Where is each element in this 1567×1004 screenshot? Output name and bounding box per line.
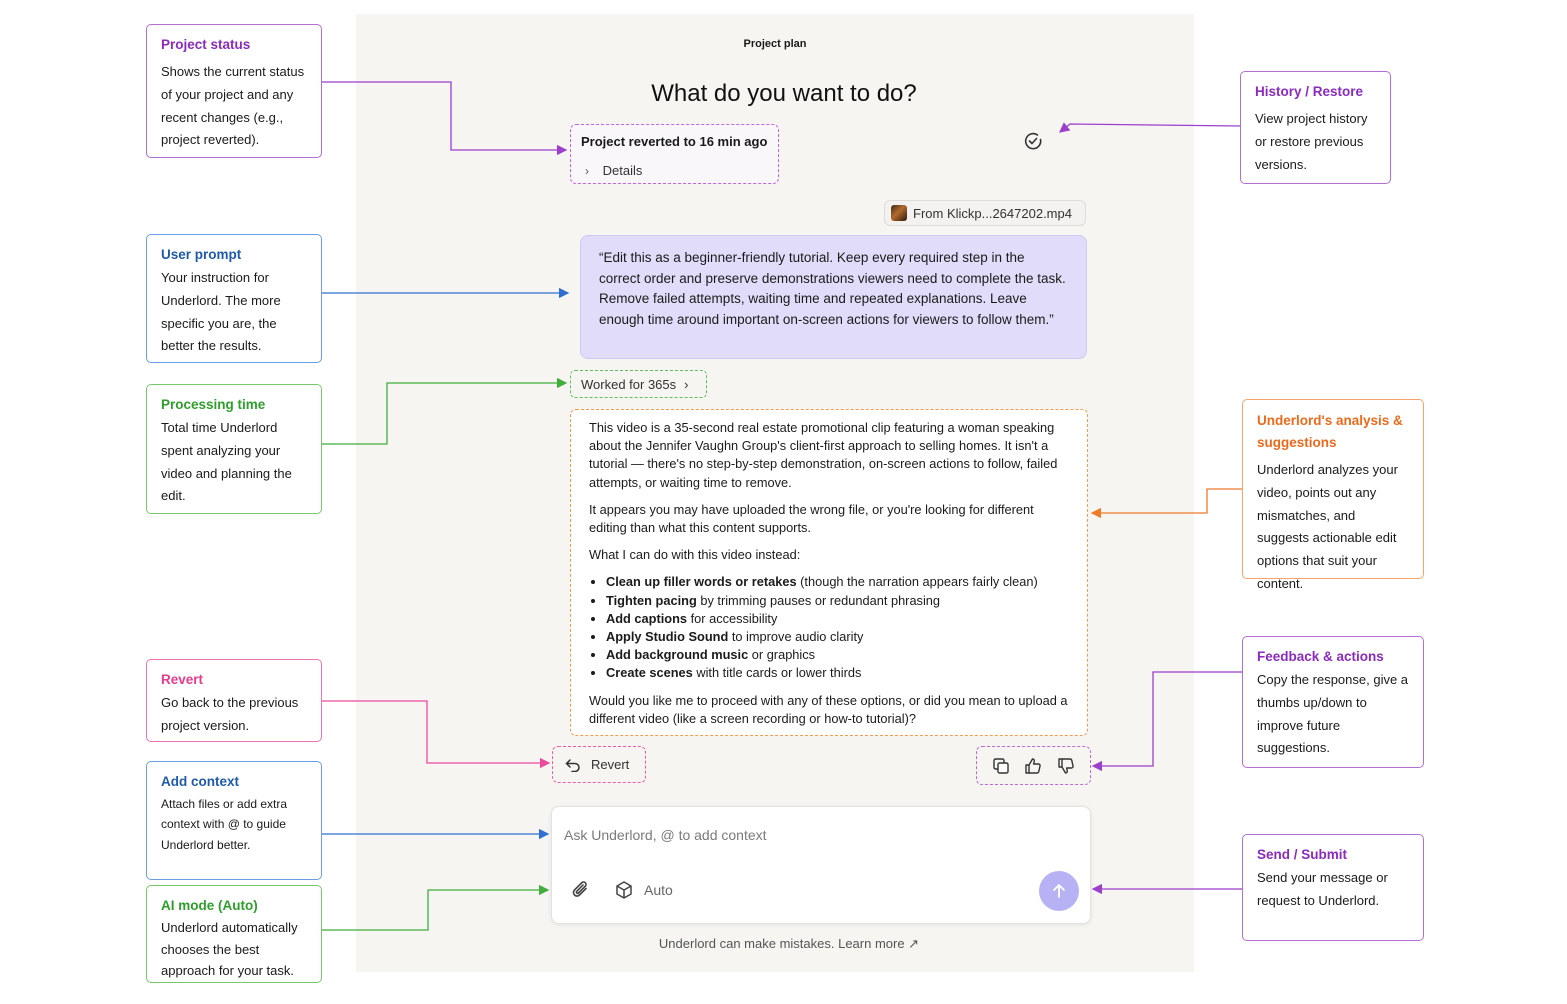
- callout-title: Add context: [161, 774, 240, 789]
- project-status: Project reverted to 16 min ago › Details: [570, 124, 779, 184]
- video-thumbnail: [891, 205, 907, 221]
- chevron-right-icon: ›: [585, 164, 589, 178]
- feedback-actions: [976, 746, 1091, 785]
- callout-history-restore: History / Restore View project history o…: [1240, 71, 1391, 184]
- callout-body: Copy the response, give a thumbs up/down…: [1257, 672, 1409, 756]
- thumbs-up-icon: [1025, 757, 1042, 774]
- callout-body: Shows the current status of your project…: [161, 64, 305, 148]
- list-item: Add background music or graphics: [606, 646, 1069, 664]
- callout-title: Revert: [161, 672, 204, 687]
- details-toggle[interactable]: › Details: [585, 163, 642, 178]
- cube-icon: [616, 881, 632, 899]
- thumbs-down-button[interactable]: [1056, 756, 1076, 776]
- analysis-paragraph: What I can do with this video instead:: [589, 547, 801, 563]
- analysis-paragraph: It appears you may have uploaded the wro…: [589, 501, 1034, 536]
- callout-body: View project history or restore previous…: [1255, 111, 1368, 172]
- undo-icon: [565, 758, 580, 772]
- callout-body: Total time Underlord spent analyzing you…: [161, 420, 292, 504]
- composer: Auto: [551, 806, 1091, 924]
- callout-project-status: Project status Shows the current status …: [146, 24, 322, 158]
- details-label: Details: [602, 163, 643, 178]
- arrow-up-icon: [1053, 884, 1065, 898]
- callout-user-prompt: User prompt Your instruction for Underlo…: [146, 234, 322, 363]
- user-prompt-bubble: “Edit this as a beginner-friendly tutori…: [580, 235, 1087, 359]
- history-restore-button[interactable]: [1022, 130, 1044, 152]
- list-item: Apply Studio Sound to improve audio clar…: [606, 628, 1069, 646]
- history-check-icon: [1024, 132, 1042, 150]
- callout-title: AI mode (Auto): [161, 898, 258, 913]
- panel-title: Project plan: [743, 38, 807, 50]
- attach-button[interactable]: [570, 879, 592, 901]
- callout-title: Underlord's analysis & suggestions: [1257, 413, 1403, 450]
- callout-body: Attach files or add extra context with @…: [161, 797, 288, 852]
- list-item: Create scenes with title cards or lower …: [606, 664, 1069, 682]
- project-plan-panel: Project plan What do you want to do? Pro…: [356, 14, 1194, 972]
- analysis-paragraph: Would you like me to proceed with any of…: [589, 692, 1068, 726]
- chevron-right-icon: ›: [684, 376, 689, 392]
- ai-mode-label: Auto: [644, 882, 673, 898]
- ask-underlord-input[interactable]: [564, 823, 1004, 847]
- callout-title: Send / Submit: [1257, 847, 1348, 862]
- page-heading: What do you want to do?: [651, 80, 917, 107]
- callout-add-context: Add context Attach files or add extra co…: [146, 761, 322, 880]
- thumbs-up-button[interactable]: [1023, 756, 1043, 776]
- paperclip-icon: [572, 881, 587, 897]
- list-item: Clean up filler words or retakes (though…: [606, 573, 1069, 591]
- thumbs-down-icon: [1058, 757, 1074, 774]
- list-item: Tighten pacing by trimming pauses or red…: [606, 592, 1069, 610]
- list-item: Add captions for accessibility: [606, 610, 1069, 628]
- callout-body: Your instruction for Underlord. The more…: [161, 270, 281, 354]
- analysis-response: This video is a 35-second real estate pr…: [570, 409, 1088, 736]
- callout-ai-mode: AI mode (Auto) Underlord automatically c…: [146, 885, 322, 983]
- callout-analysis: Underlord's analysis & suggestions Under…: [1242, 399, 1424, 591]
- copy-button[interactable]: [991, 756, 1011, 776]
- ai-mode-selector[interactable]: Auto: [614, 879, 673, 901]
- file-chip-label: From Klickp...2647202.mp4: [913, 205, 1072, 221]
- callout-title: User prompt: [161, 247, 242, 262]
- attached-file-chip[interactable]: From Klickp...2647202.mp4: [884, 200, 1086, 226]
- callout-title: Processing time: [161, 397, 266, 412]
- project-status-title: Project reverted to 16 min ago: [581, 134, 768, 149]
- callout-body: Underlord automatically chooses the best…: [161, 920, 298, 978]
- revert-label: Revert: [591, 757, 630, 772]
- options-list: Clean up filler words or retakes (though…: [606, 573, 1069, 682]
- callout-send: Send / Submit Send your message or reque…: [1242, 834, 1424, 941]
- callout-processing-time: Processing time Total time Underlord spe…: [146, 384, 322, 514]
- disclaimer-learn-more[interactable]: Underlord can make mistakes. Learn more …: [658, 936, 920, 951]
- analysis-paragraph: This video is a 35-second real estate pr…: [589, 420, 1058, 490]
- callout-title: History / Restore: [1255, 84, 1364, 99]
- copy-icon: [993, 757, 1009, 774]
- revert-button[interactable]: Revert: [552, 746, 646, 783]
- callout-title: Feedback & actions: [1257, 649, 1384, 664]
- callout-title: Project status: [161, 37, 251, 52]
- send-button[interactable]: [1039, 871, 1079, 911]
- callout-body: Go back to the previous project version.: [161, 695, 299, 733]
- worked-for-label: Worked for 365s: [581, 376, 677, 392]
- worked-for-chip[interactable]: Worked for 365s ›: [570, 370, 707, 398]
- callout-body: Send your message or request to Underlor…: [1257, 870, 1388, 908]
- callout-feedback: Feedback & actions Copy the response, gi…: [1242, 636, 1424, 768]
- callout-revert: Revert Go back to the previous project v…: [146, 659, 322, 742]
- callout-body: Underlord analyzes your video, points ou…: [1257, 462, 1398, 591]
